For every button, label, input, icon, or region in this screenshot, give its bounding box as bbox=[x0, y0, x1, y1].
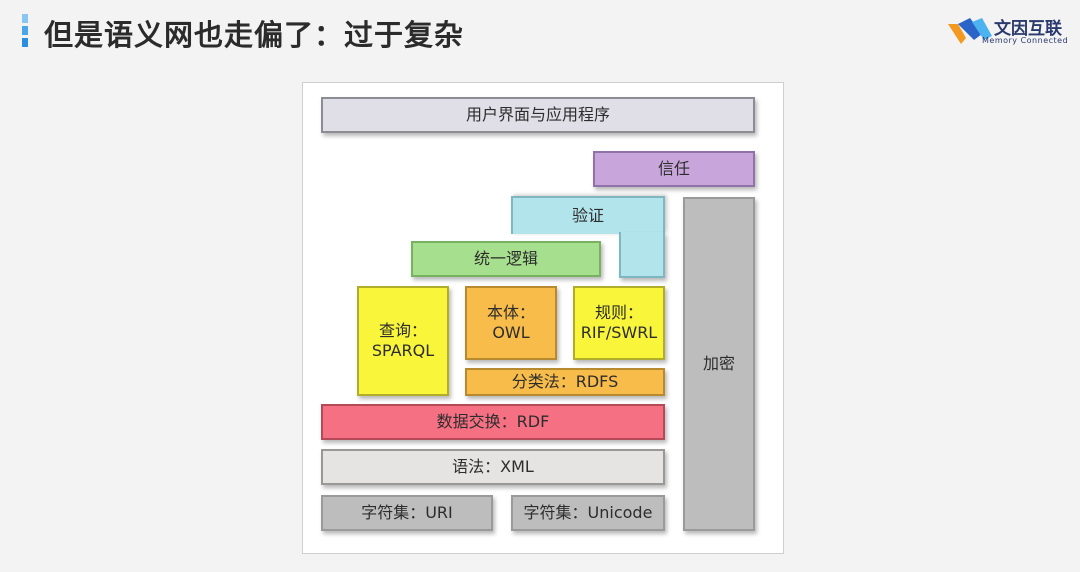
layer-proof: 验证 bbox=[511, 196, 665, 234]
logo-text-cn: 文因互联 bbox=[994, 19, 1062, 39]
layer-data-interchange-rdf: 数据交换：RDF bbox=[321, 404, 665, 440]
layer-proof-extension bbox=[619, 232, 665, 278]
semantic-web-stack-diagram: 用户界面与应用程序 信任 验证 加密 统一逻辑 查询： SPARQL 本体： O… bbox=[302, 82, 784, 554]
company-logo: 文因互联 Memory Connected bbox=[948, 14, 1072, 48]
layer-uri-label: 字符集：URI bbox=[361, 503, 453, 522]
layer-query-label: 查询： SPARQL bbox=[371, 321, 435, 360]
layer-taxonomy-label: 分类法：RDFS bbox=[511, 372, 619, 391]
layer-user-interface-label: 用户界面与应用程序 bbox=[465, 105, 610, 124]
layer-ontology-owl: 本体： OWL bbox=[465, 286, 557, 360]
layer-crypto: 加密 bbox=[683, 197, 755, 531]
layer-charset-unicode: 字符集：Unicode bbox=[511, 495, 665, 531]
layer-rules-rif: 规则： RIF/SWRL bbox=[573, 286, 665, 360]
layer-syntax-xml: 语法：XML bbox=[321, 449, 665, 485]
layer-unicode-label: 字符集：Unicode bbox=[523, 503, 653, 522]
layer-ontology-label: 本体： OWL bbox=[486, 303, 535, 342]
layer-trust: 信任 bbox=[593, 151, 755, 187]
layer-charset-uri: 字符集：URI bbox=[321, 495, 493, 531]
layer-proof-label: 验证 bbox=[571, 206, 604, 225]
layer-query-sparql: 查询： SPARQL bbox=[357, 286, 449, 396]
layer-taxonomy-rdfs: 分类法：RDFS bbox=[465, 368, 665, 396]
title-accent-bar bbox=[22, 14, 28, 50]
logo-text-en: Memory Connected bbox=[982, 36, 1069, 45]
layer-rdf-label: 数据交换：RDF bbox=[436, 412, 550, 431]
layer-trust-label: 信任 bbox=[657, 159, 690, 178]
layer-crypto-label: 加密 bbox=[702, 354, 735, 373]
page-title: 但是语义网也走偏了：过于复杂 bbox=[44, 18, 465, 52]
logo-mark-icon bbox=[948, 18, 992, 44]
layer-unifying-logic: 统一逻辑 bbox=[411, 241, 601, 277]
layer-user-interface: 用户界面与应用程序 bbox=[321, 97, 755, 133]
layer-rules-label: 规则： RIF/SWRL bbox=[580, 303, 658, 342]
layer-unifying-logic-label: 统一逻辑 bbox=[473, 249, 538, 268]
layer-xml-label: 语法：XML bbox=[452, 457, 534, 476]
